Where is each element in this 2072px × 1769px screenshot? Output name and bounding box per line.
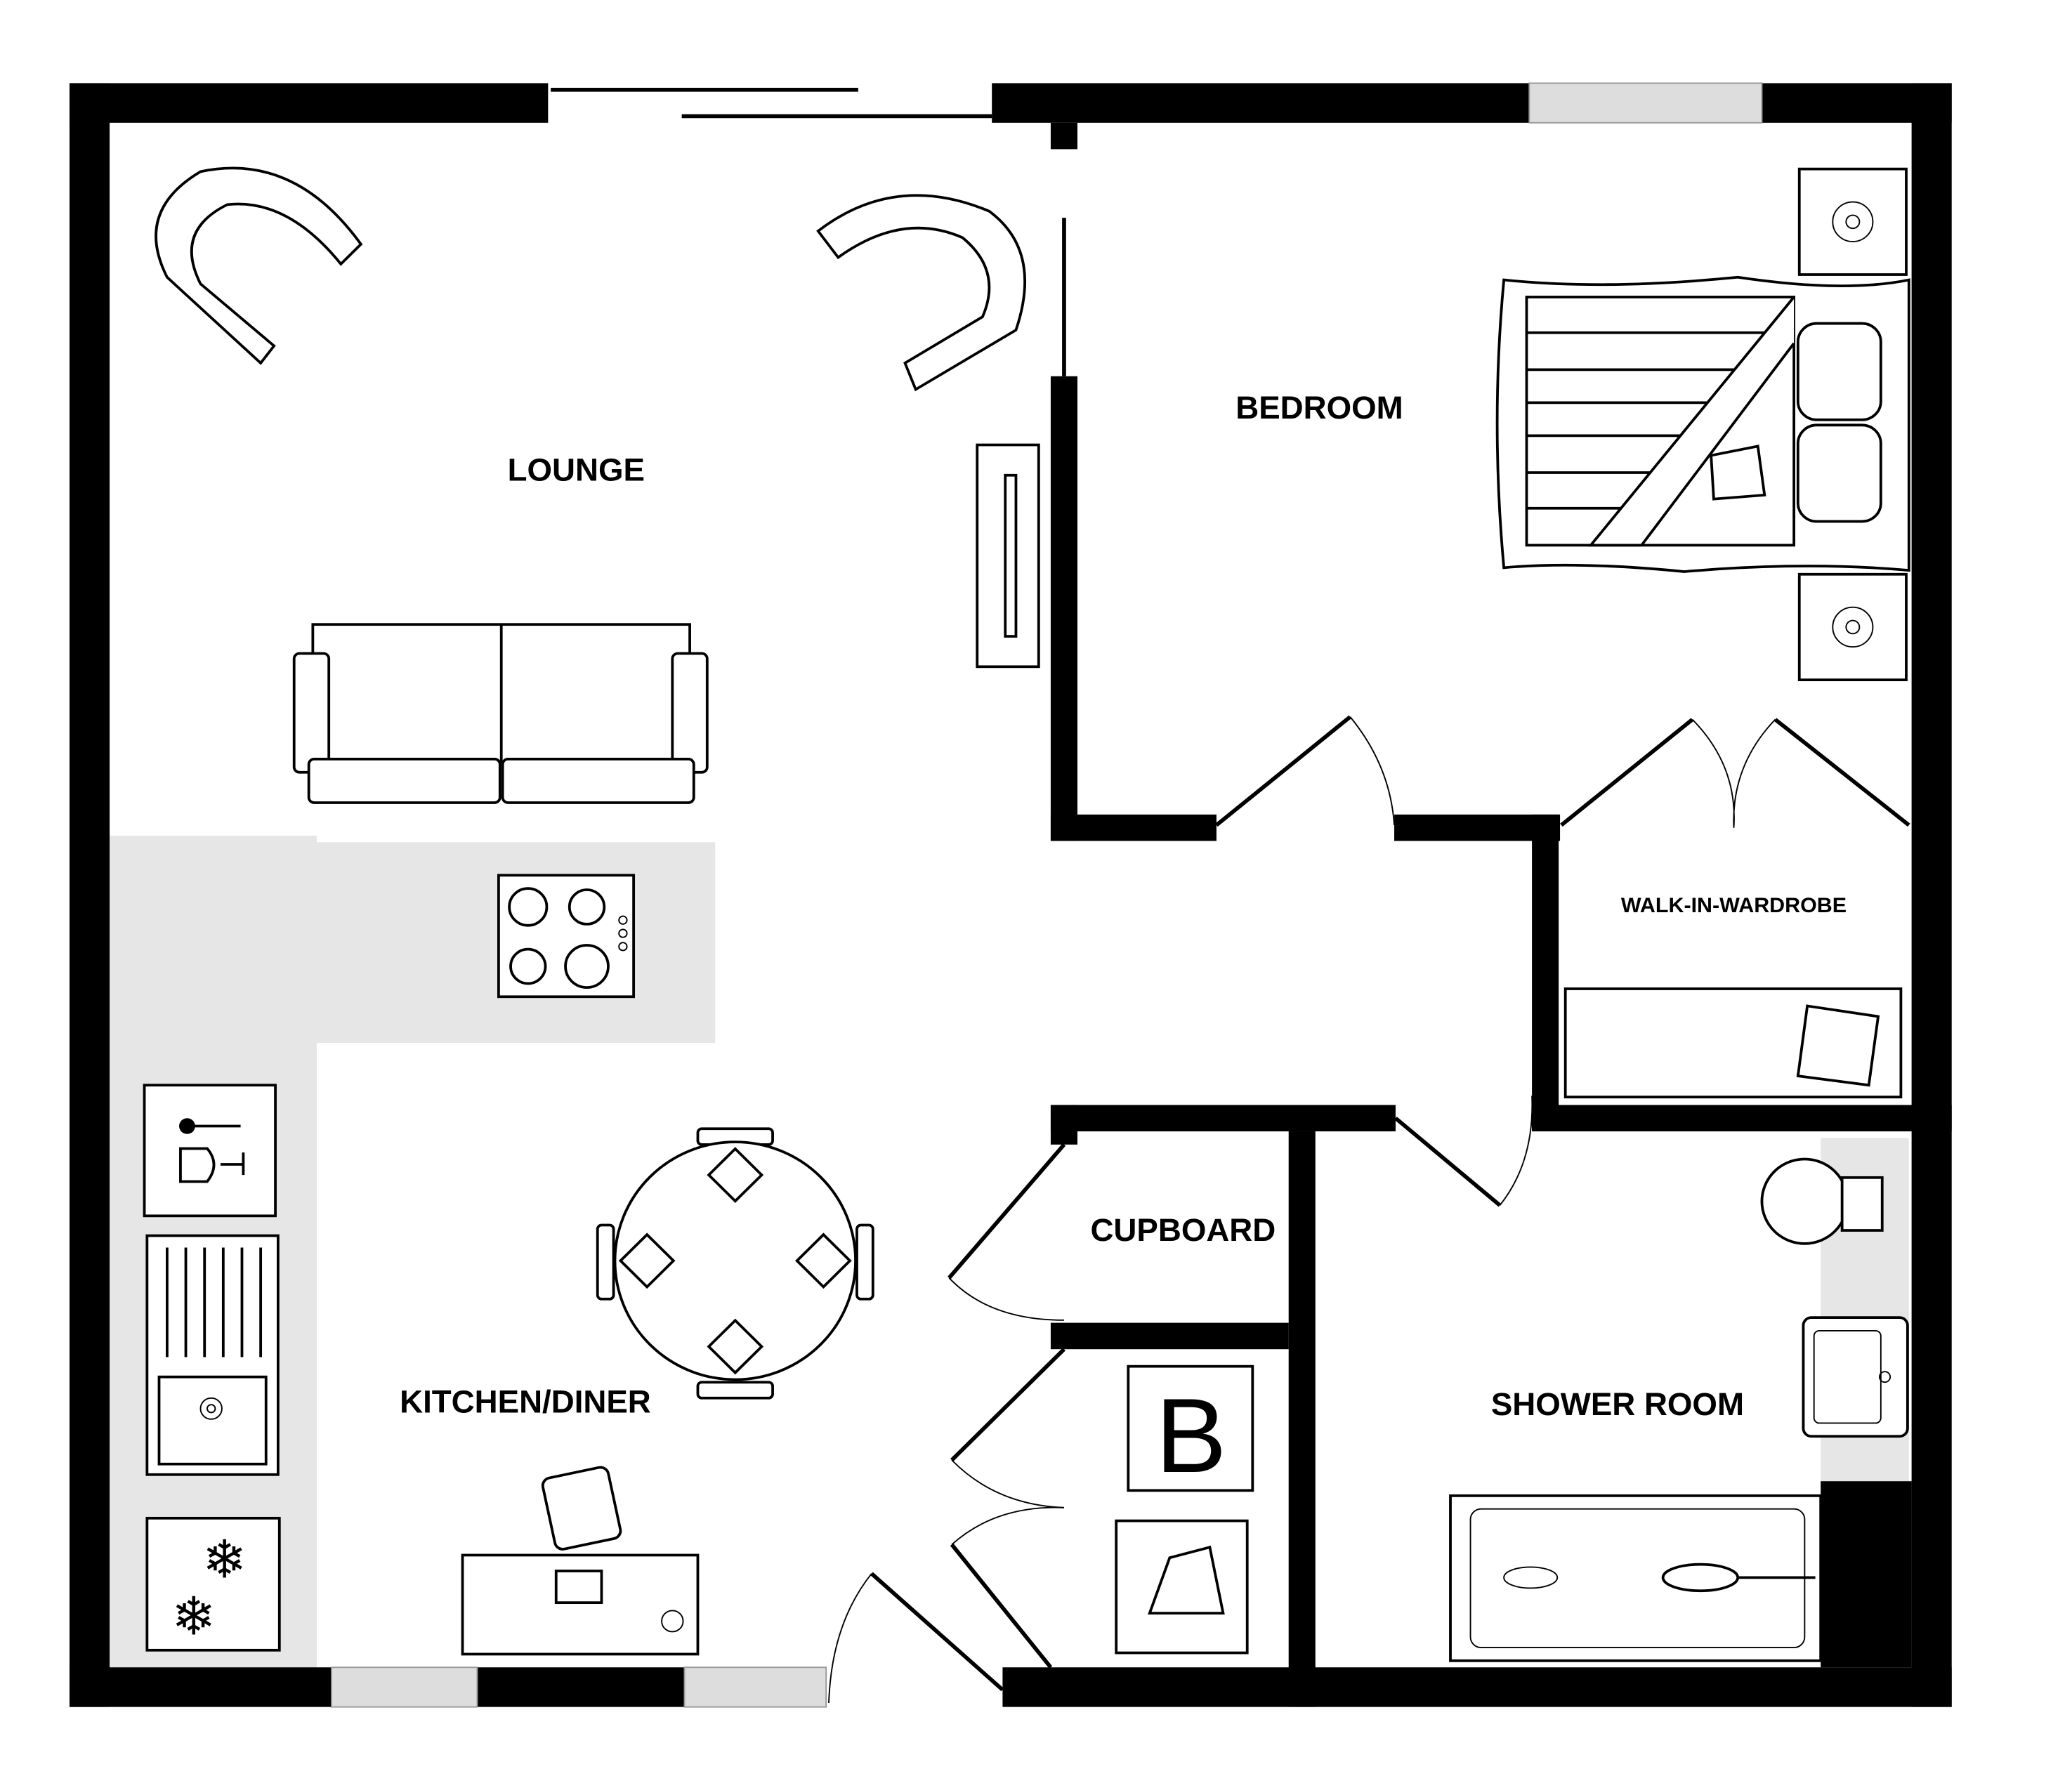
boiler-label: B	[1155, 1377, 1227, 1495]
room-label-cupboard: CUPBOARD	[1090, 1212, 1276, 1248]
bedside-table-top-icon	[1797, 167, 1908, 276]
boiler-icon: B	[1127, 1364, 1254, 1495]
door-boiler-cupboard[interactable]	[950, 1348, 1065, 1669]
toilet-icon	[1760, 1157, 1884, 1245]
door-wardrobe[interactable]	[1560, 718, 1910, 828]
bedside-table-bottom-icon	[1797, 572, 1908, 682]
windows	[331, 82, 1763, 1708]
room-label-shower-room: SHOWER ROOM	[1491, 1386, 1744, 1422]
room-label-lounge: LOUNGE	[508, 452, 645, 488]
door-cupboard[interactable]	[948, 1143, 1066, 1321]
room-label-walk-in-wardrobe: WALK-IN-WARDROBE	[1621, 894, 1847, 917]
tv-unit-icon	[976, 443, 1040, 669]
sofa-icon	[292, 623, 709, 804]
fridge-freezer-icon: ❄ ❄	[145, 1516, 281, 1652]
dining-table-icon	[596, 1127, 874, 1400]
door-front[interactable]	[828, 1572, 1004, 1704]
armchair-right-icon	[816, 194, 1027, 392]
svg-text:❄: ❄	[171, 1586, 216, 1647]
water-tank-icon	[1115, 1519, 1249, 1655]
window-bedroom	[1528, 82, 1763, 124]
armchair-left-icon	[155, 166, 363, 365]
desk-icon	[461, 1466, 700, 1656]
doors	[828, 218, 1910, 1704]
room-label-kitchen-diner: KITCHEN/DINER	[400, 1384, 651, 1420]
washing-machine-icon	[143, 1084, 277, 1218]
window-kitchen-right	[683, 1666, 827, 1708]
door-bedroom[interactable]	[1215, 715, 1396, 827]
shower-tray-icon	[1449, 1494, 1823, 1662]
window-kitchen-left	[331, 1666, 478, 1708]
hob-icon	[497, 874, 636, 999]
basin-icon	[1802, 1316, 1909, 1438]
wardrobe-rail-icon	[1563, 987, 1903, 1099]
bed-icon	[1495, 275, 1910, 573]
svg-text:❄: ❄	[202, 1529, 247, 1590]
sink-icon	[145, 1234, 280, 1476]
walls	[69, 83, 1952, 1707]
door-shower-room[interactable]	[1394, 1096, 1533, 1207]
room-label-bedroom: BEDROOM	[1235, 390, 1403, 426]
